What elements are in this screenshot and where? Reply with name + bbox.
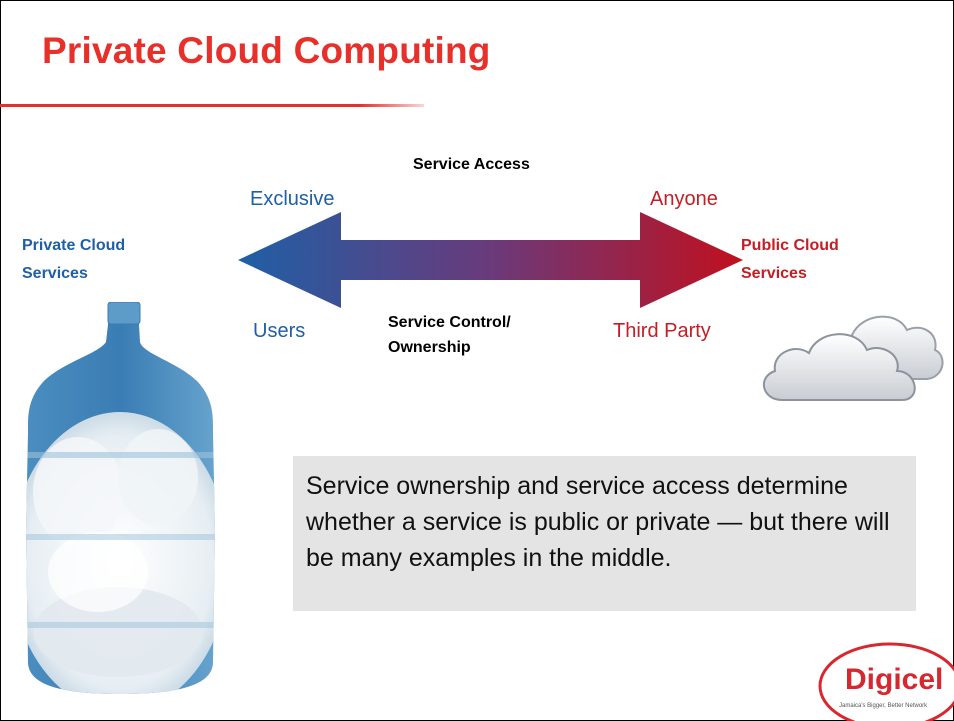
private-cloud-services-label: Private Cloud Services [22, 232, 125, 288]
service-control-line2: Ownership [388, 339, 471, 356]
note-box: Service ownership and service access det… [293, 456, 916, 611]
public-cloud-line1: Public Cloud [741, 237, 839, 254]
private-cloud-line2: Services [22, 265, 88, 282]
double-arrow-icon [238, 212, 743, 308]
cloud-icon [763, 315, 944, 401]
digicel-logo: Digicel Jamaica's Bigger, Better Network [818, 642, 954, 721]
title-underline [0, 104, 424, 107]
logo-tagline: Jamaica's Bigger, Better Network [839, 703, 928, 709]
service-control-label: Service Control/ Ownership [388, 310, 511, 360]
service-control-line1: Service Control/ [388, 314, 511, 331]
exclusive-label: Exclusive [250, 188, 335, 210]
public-cloud-services-label: Public Cloud Services [741, 232, 839, 288]
slide-title: Private Cloud Computing [42, 30, 491, 71]
users-label: Users [253, 320, 306, 342]
public-cloud-line2: Services [741, 265, 807, 282]
private-cloud-line1: Private Cloud [22, 237, 126, 254]
service-access-label: Service Access [413, 156, 530, 173]
anyone-label: Anyone [650, 188, 718, 210]
water-bottle-icon [26, 302, 215, 694]
third-party-label: Third Party [613, 320, 711, 342]
logo-text: Digicel [845, 663, 943, 696]
